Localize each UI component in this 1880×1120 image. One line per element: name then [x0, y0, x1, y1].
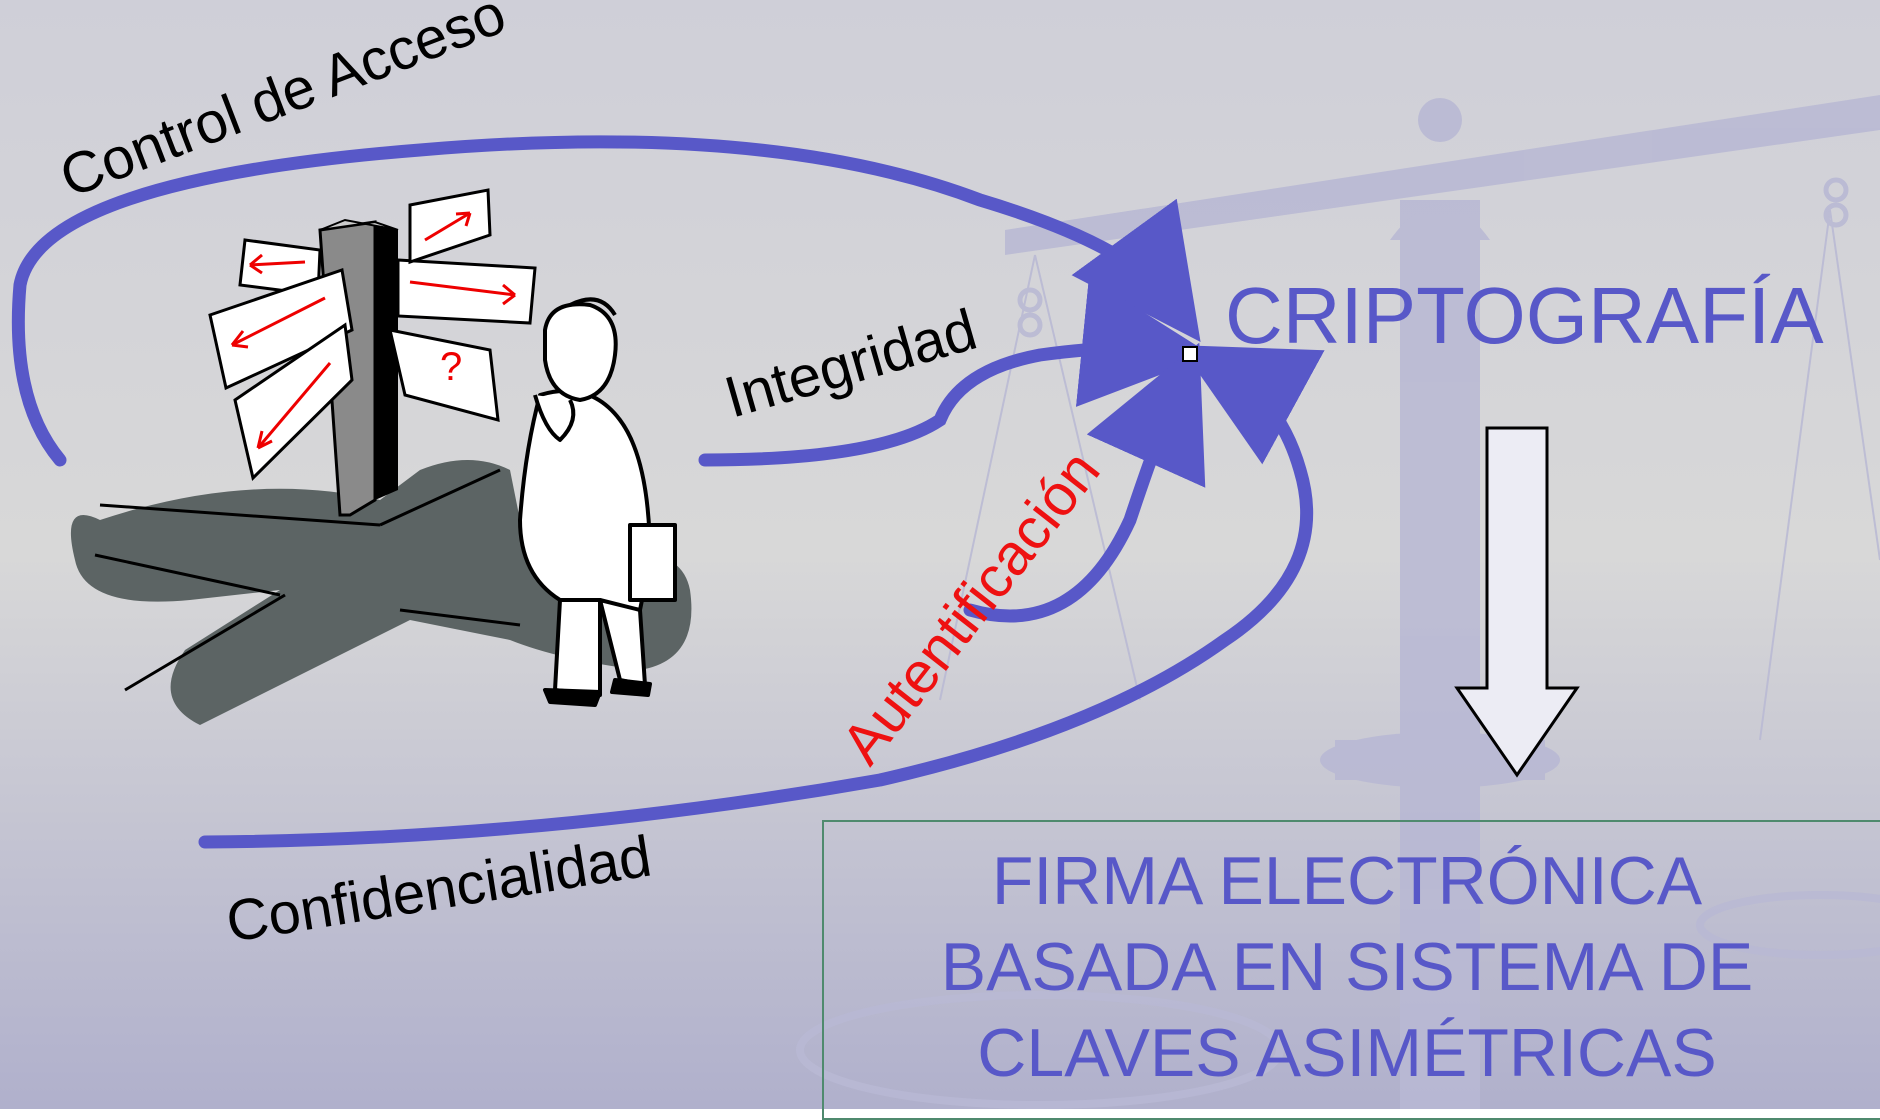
selection-handle [1182, 346, 1198, 362]
confidencialidad-arrow [198, 345, 1325, 849]
down-arrow-icon [1454, 426, 1580, 778]
control-acceso-arrow [11, 135, 1201, 467]
result-text: FIRMA ELECTRÓNICA BASADA EN SISTEMA DE C… [822, 838, 1872, 1096]
result-line-3: CLAVES ASIMÉTRICAS [977, 1015, 1717, 1091]
autentificacion-arrow [963, 342, 1206, 623]
criptografia-title: CRIPTOGRAFÍA [1225, 271, 1824, 360]
result-line-2: BASADA EN SISTEMA DE [940, 929, 1754, 1005]
result-line-1: FIRMA ELECTRÓNICA [991, 843, 1703, 919]
signpost-question-mark: ? [440, 345, 462, 389]
person-at-signpost-icon: ? [70, 188, 692, 725]
